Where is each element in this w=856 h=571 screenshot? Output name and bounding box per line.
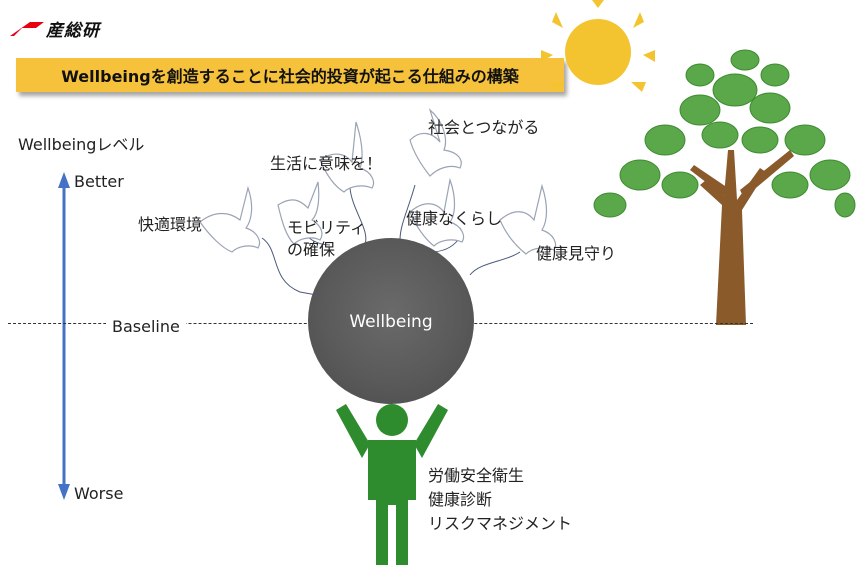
person-icon xyxy=(336,404,448,565)
bird-label-social-connection: 社会とつながる xyxy=(428,118,540,137)
logo-mark-icon xyxy=(10,22,44,36)
aist-logo: 産総研 xyxy=(8,14,118,41)
dove-icon xyxy=(319,121,375,193)
foundation-line-1: 労働安全衛生 xyxy=(428,466,525,485)
dove-icon xyxy=(499,183,557,255)
dove-icon xyxy=(199,185,261,253)
bird-label-mobility-line2: の確保 xyxy=(287,240,336,259)
axis-bottom-label: Worse xyxy=(74,484,124,503)
bird-label-mobility-line1: モビリティ xyxy=(287,218,367,237)
sun-icon xyxy=(541,0,655,92)
dove-icon xyxy=(277,181,323,245)
dove-icon xyxy=(409,108,462,177)
logo-text: 産総研 xyxy=(46,21,100,41)
level-axis-arrow xyxy=(58,172,70,500)
title-banner: Wellbeingを創造することに社会的投資が起こる仕組みの構築 xyxy=(16,58,564,92)
tree-icon xyxy=(593,49,856,325)
bird-label-comfortable-environment: 快適環境 xyxy=(138,215,203,234)
wellbeing-sphere xyxy=(308,238,474,404)
baseline-label: Baseline xyxy=(106,317,186,336)
axis-top-label: Better xyxy=(74,172,124,191)
dove-icon xyxy=(409,177,465,247)
bird-label-health-monitoring: 健康見守り xyxy=(536,244,617,263)
axis-title: Wellbeingレベル xyxy=(18,135,145,154)
foundation-line-3: リスクマネジメント xyxy=(428,514,573,533)
foundation-line-2: 健康診断 xyxy=(428,490,493,509)
wellbeing-label: Wellbeing xyxy=(349,312,433,332)
doves xyxy=(199,108,557,255)
bird-label-meaning-of-life: 生活に意味を！ xyxy=(270,154,383,173)
bird-label-healthy-living: 健康なくらし xyxy=(406,209,503,228)
